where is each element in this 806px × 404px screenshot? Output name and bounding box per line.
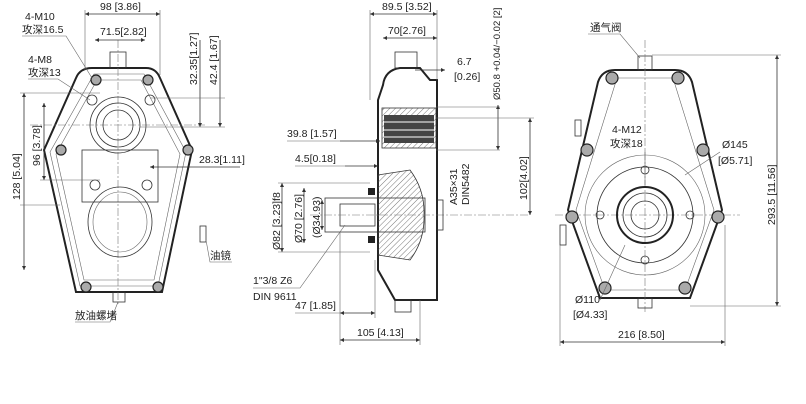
rear-view: 通气阀 4-M12 攻深18 Ø145 [Ø5.71] Ø110 [Ø4.33]…	[555, 21, 781, 346]
thread-m8-label: 4-M8	[28, 54, 52, 66]
dim-70: 70[2.76]	[388, 25, 426, 37]
dim-102: 102[4.02]	[518, 156, 530, 200]
dim-145: Ø145	[722, 139, 748, 151]
thread-m10-label: 4-M10	[25, 11, 55, 23]
dim-110-in: [Ø4.33]	[573, 309, 608, 321]
dim-71-5: 71.5[2.82]	[100, 26, 147, 38]
dim-96: 96 [3.78]	[31, 125, 43, 166]
dim-105: 105 [4.13]	[357, 327, 404, 339]
dim-128: 128 [5.04]	[11, 153, 23, 200]
thread-m12-label: 4-M12	[612, 124, 642, 136]
dim-47: 47 [1.85]	[295, 300, 336, 312]
dim-82: Ø82 [3.23]f8	[271, 192, 283, 250]
oil-sight-label: 油镜	[210, 249, 231, 262]
dim-70-dia: Ø70 [2.76]	[293, 194, 305, 243]
dim-28-3: 28.3[1.11]	[199, 154, 245, 166]
dim-50-8: Ø50.8 +0.04/−0.02 [2]	[492, 8, 503, 100]
dim-39-8: 39.8 [1.57]	[287, 128, 337, 140]
spline-din: DIN5482	[460, 163, 472, 205]
dim-34-93: (Ø34.93)	[311, 197, 323, 238]
dim-6-7: 6.7	[457, 56, 472, 68]
drain-plug-label: 放油螺堵	[75, 309, 117, 322]
dim-110: Ø110	[575, 294, 600, 306]
dim-32-35: 32.35[1.27]	[188, 32, 200, 85]
shaft-din: DIN 9611	[253, 291, 297, 303]
dim-89-5: 89.5 [3.52]	[382, 1, 432, 13]
side-view: 89.5 [3.52] 70[2.76] 6.7 [0.26] Ø50.8 +0…	[253, 1, 534, 345]
vent-valve-label: 通气阀	[590, 21, 622, 34]
depth-m12-label: 攻深18	[610, 137, 643, 150]
spline-a35: A35×31	[448, 168, 460, 205]
dim-98: 98 [3.86]	[100, 1, 141, 13]
front-view: 98 [3.86] 71.5[2.82] 4-M10 攻深16.5 4-M8 攻…	[11, 1, 245, 323]
dim-216: 216 [8.50]	[618, 329, 665, 341]
dim-6-7-in: [0.26]	[454, 71, 480, 83]
depth-m8-label: 攻深13	[28, 66, 61, 79]
depth-m10-label: 攻深16.5	[22, 23, 64, 36]
dim-145-in: [Ø5.71]	[718, 155, 753, 167]
shaft-spec: 1"3/8 Z6	[253, 275, 292, 287]
dim-293-5: 293.5 [11.56]	[766, 164, 778, 225]
dim-4-5: 4.5[0.18]	[295, 153, 336, 165]
dim-42-4: 42.4 [1.67]	[208, 35, 220, 85]
